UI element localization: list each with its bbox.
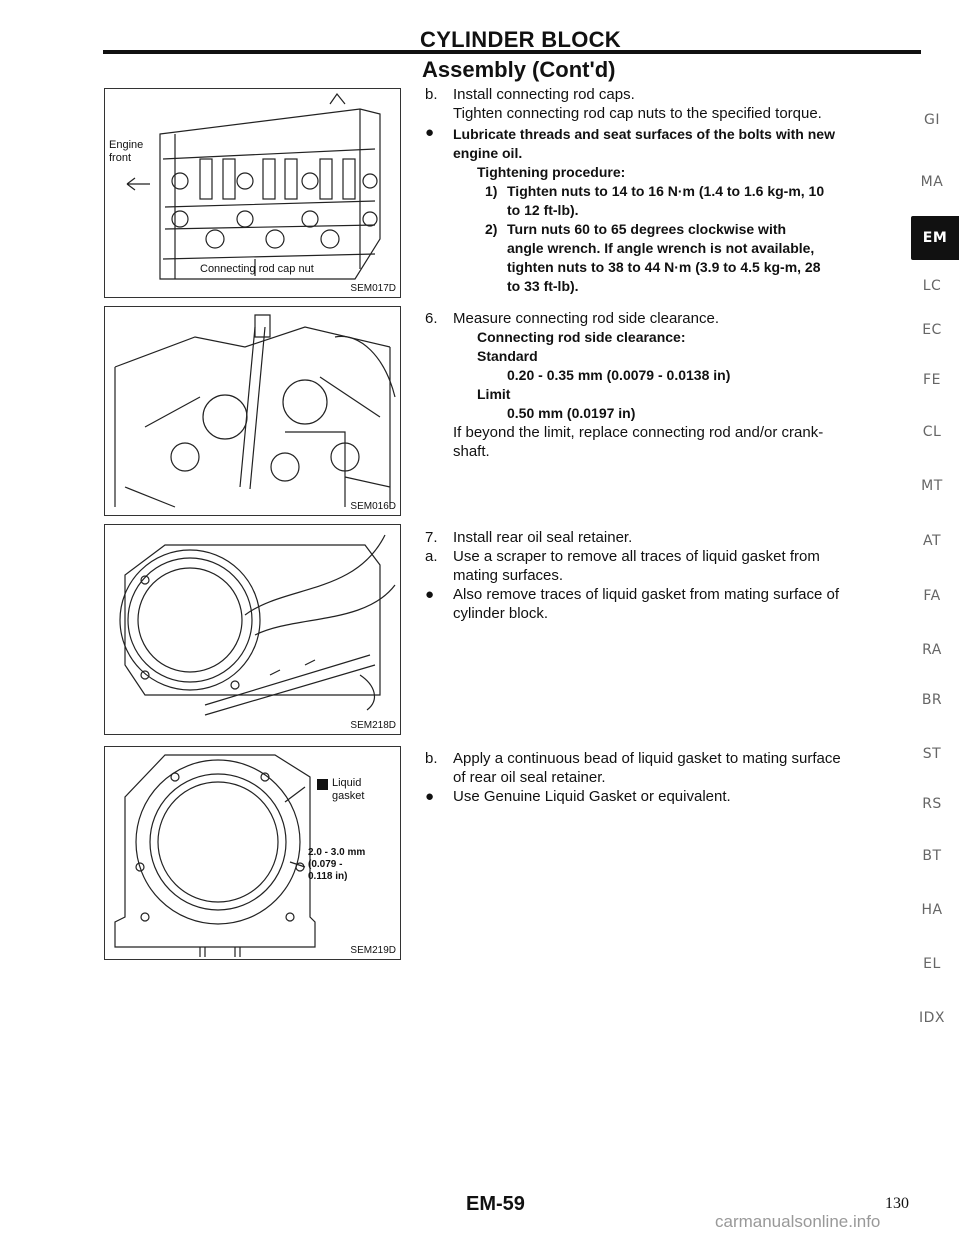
step7-bullet-text-1: Also remove traces of liquid gasket from… [453,586,840,603]
index-tab-ra[interactable]: RA [922,642,942,658]
step1-text-2: to 12 ft-lb). [507,202,579,218]
bead-width-in-2: 0.118 in) [308,871,348,882]
engine-block-illustration [126,92,381,280]
figure-code: SEM016D [350,501,396,512]
bullet: ● [425,788,435,805]
figure-connecting-rod-cap-nut: Engine front Connecting rod cap nut SEM0… [104,88,401,298]
index-tab-idx[interactable]: IDX [919,1010,945,1026]
index-tab-el[interactable]: EL [923,956,941,972]
limit-label: Limit [477,386,511,402]
step-b2-bullet-text: Use Genuine Liquid Gasket or equivalent. [453,788,731,805]
index-tab-em[interactable]: EM [911,216,959,260]
index-tab-mt[interactable]: MT [921,478,943,494]
index-tab-ec[interactable]: EC [922,322,942,338]
oil-seal-retainer-illustration [114,754,328,957]
step2-text-3: tighten nuts to 38 to 44 N·m (3.9 to 4.5… [507,259,821,275]
front-label: front [109,152,132,164]
step1-num: 1) [485,183,498,199]
bullet: ● [425,124,435,141]
standard-label: Standard [477,348,538,364]
step7a-marker: a. [425,548,438,565]
figure-liquid-gasket: Liquid gasket 2.0 - 3.0 mm (0.079 - 0.11… [104,746,401,960]
step-b-marker: b. [425,86,438,103]
index-tab-lc[interactable]: LC [922,278,942,294]
feeler-gauge-illustration [114,314,396,508]
step6-num: 6. [425,310,438,327]
section-subtitle: Assembly (Cont'd) [422,57,616,82]
step-b2-marker: b. [425,750,438,767]
clearance-title: Connecting rod side clearance: [477,329,686,345]
index-tab-rs[interactable]: RS [922,796,942,812]
index-tab-fa[interactable]: FA [923,588,941,604]
figure-scraper: SEM218D [104,524,401,735]
figure-code: SEM219D [350,945,396,956]
gasket-label: gasket [332,790,365,802]
index-tab-cl[interactable]: CL [922,424,942,440]
limit-value: 0.50 mm (0.0197 in) [507,405,636,421]
section-title: CYLINDER BLOCK [420,27,621,52]
step6-note-1: If beyond the limit, replace connecting … [453,424,824,441]
figure-code: SEM218D [350,720,396,731]
index-tab-bt[interactable]: BT [922,848,942,864]
step-b2-text-2: of rear oil seal retainer. [453,769,606,786]
bullet-text-1: Lubricate threads and seat surfaces of t… [453,126,835,142]
index-tab-ma[interactable]: MA [920,174,944,190]
step-b-text-1: Install connecting rod caps. [453,86,635,103]
sheet-number: 130 [885,1195,909,1212]
step1-text-1: Tighten nuts to 14 to 16 N·m (1.4 to 1.6… [507,183,825,199]
procedure-title: Tightening procedure: [477,164,626,180]
liquid-label: Liquid [332,777,362,789]
rod-cap-nut-label: Connecting rod cap nut [200,263,314,275]
step-b2-text-1: Apply a continuous bead of liquid gasket… [453,750,841,767]
step-b-text-2: Tighten connecting rod cap nuts to the s… [453,105,822,122]
bead-width-in-1: (0.079 - [308,859,343,870]
step2-num: 2) [485,221,498,237]
step7-num: 7. [425,529,438,546]
bullet-text-2: engine oil. [453,145,523,161]
step7-bullet-text-2: cylinder block. [453,605,549,622]
step7a-text-2: mating surfaces. [453,567,564,584]
watermark: carmanualsonline.info [715,1212,881,1231]
index-tab-br[interactable]: BR [921,692,943,708]
step7-text: Install rear oil seal retainer. [453,529,633,546]
index-tab-at[interactable]: AT [922,533,942,549]
index-tab-fe[interactable]: FE [923,372,941,388]
step6-text: Measure connecting rod side clearance. [453,310,719,327]
index-tab-gi[interactable]: GI [924,112,940,128]
figure-code: SEM017D [350,283,396,294]
liquid-gasket-icon [317,779,328,790]
bead-width-mm: 2.0 - 3.0 mm [308,847,366,858]
index-tab-ha[interactable]: HA [921,902,943,918]
page-number: EM-59 [466,1193,525,1215]
step7a-text-1: Use a scraper to remove all traces of li… [453,548,820,565]
step2-text-2: angle wrench. If angle wrench is not ava… [507,240,815,256]
index-tab-st[interactable]: ST [922,746,942,762]
engine-label: Engine [109,139,144,151]
figure-side-clearance: SEM016D [104,306,401,516]
step2-text-4: to 33 ft-lb). [507,278,579,294]
step6-note-2: shaft. [453,443,490,460]
bullet: ● [425,586,435,603]
scraper-illustration [119,534,396,716]
header-rule [103,50,921,54]
step2-text-1: Turn nuts 60 to 65 degrees clockwise wit… [507,221,787,237]
standard-value: 0.20 - 0.35 mm (0.0079 - 0.0138 in) [507,367,731,383]
